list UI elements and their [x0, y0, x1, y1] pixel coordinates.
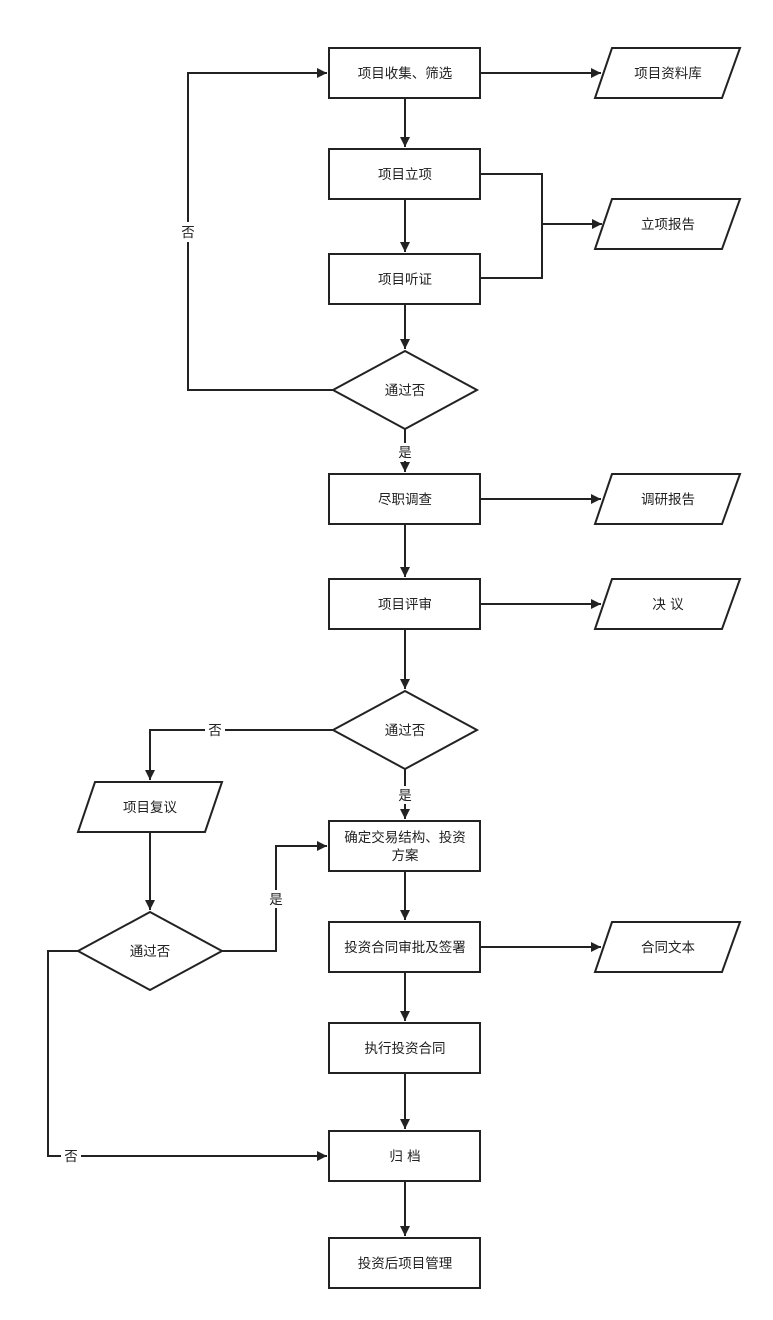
- node-due-label: 尽职调查: [378, 492, 432, 508]
- connector-approve-hearing-merge: [480, 173, 543, 279]
- node-structure: 确定交易结构、投资 方案: [328, 820, 481, 872]
- node-post-management: 投资后项目管理: [328, 1237, 481, 1289]
- data-library: 项目资料库: [593, 47, 742, 99]
- data-library-label: 项目资料库: [634, 66, 702, 82]
- data-decision: 决 议: [593, 578, 742, 630]
- data-report1-label: 立项报告: [641, 217, 695, 233]
- arrow-pass2-no-to-recon: [145, 729, 333, 780]
- edge-label-yes-2: 是: [398, 788, 412, 804]
- arrow-pass3-no-to-archive: [47, 950, 327, 1161]
- data-reconsideration: 项目复议: [76, 781, 224, 833]
- data-contract-text: 合同文本: [593, 921, 742, 973]
- node-contract-label: 投资合同审批及签署: [344, 939, 466, 956]
- node-hearing-label: 项目听证: [378, 272, 432, 288]
- node-approve-label: 项目立项: [378, 167, 432, 183]
- data-research-report: 调研报告: [593, 473, 742, 525]
- decision-pass2: 通过否: [330, 689, 480, 771]
- node-structure-label-line2: 方案: [392, 847, 419, 864]
- data-recon-label: 项目复议: [123, 799, 177, 816]
- data-report1: 立项报告: [593, 198, 742, 250]
- edge-label-no-2: 否: [208, 723, 222, 739]
- edge-label-yes-1: 是: [398, 445, 412, 461]
- node-review-label: 项目评审: [378, 597, 432, 613]
- node-execute: 执行投资合同: [328, 1022, 481, 1074]
- connectors: [47, 68, 602, 1236]
- node-structure-label-line1: 确定交易结构、投资: [344, 829, 466, 846]
- edge-label-no-loop: 否: [181, 225, 195, 241]
- arrow-pass1-no-loop: [187, 68, 333, 391]
- decision-pass3-label: 通过否: [130, 944, 171, 960]
- node-approve: 项目立项: [328, 148, 481, 200]
- decision-pass1-label: 通过否: [385, 383, 426, 399]
- decision-pass1: 通过否: [330, 349, 480, 431]
- node-archive-label: 归 档: [389, 1148, 420, 1165]
- edge-label-no-3: 否: [64, 1149, 78, 1165]
- node-execute-label: 执行投资合同: [365, 1041, 446, 1057]
- node-collect: 项目收集、筛选: [328, 47, 481, 99]
- data-research-label: 调研报告: [641, 492, 695, 508]
- node-due-diligence: 尽职调查: [328, 473, 481, 525]
- data-decision-label: 决 议: [652, 597, 684, 613]
- node-collect-label: 项目收集、筛选: [358, 66, 453, 82]
- node-contract: 投资合同审批及签署: [328, 921, 481, 973]
- edge-label-yes-3: 是: [269, 892, 283, 908]
- edge-labels: 否 是 否 是 是 否: [61, 222, 414, 1165]
- node-hearing: 项目听证: [328, 253, 481, 305]
- decision-pass3: 通过否: [75, 910, 225, 992]
- decision-pass2-label: 通过否: [385, 723, 426, 739]
- node-archive: 归 档: [328, 1130, 481, 1182]
- node-review: 项目评审: [328, 578, 481, 630]
- node-post-label: 投资后项目管理: [358, 1256, 453, 1272]
- data-contract-text-label: 合同文本: [641, 940, 695, 956]
